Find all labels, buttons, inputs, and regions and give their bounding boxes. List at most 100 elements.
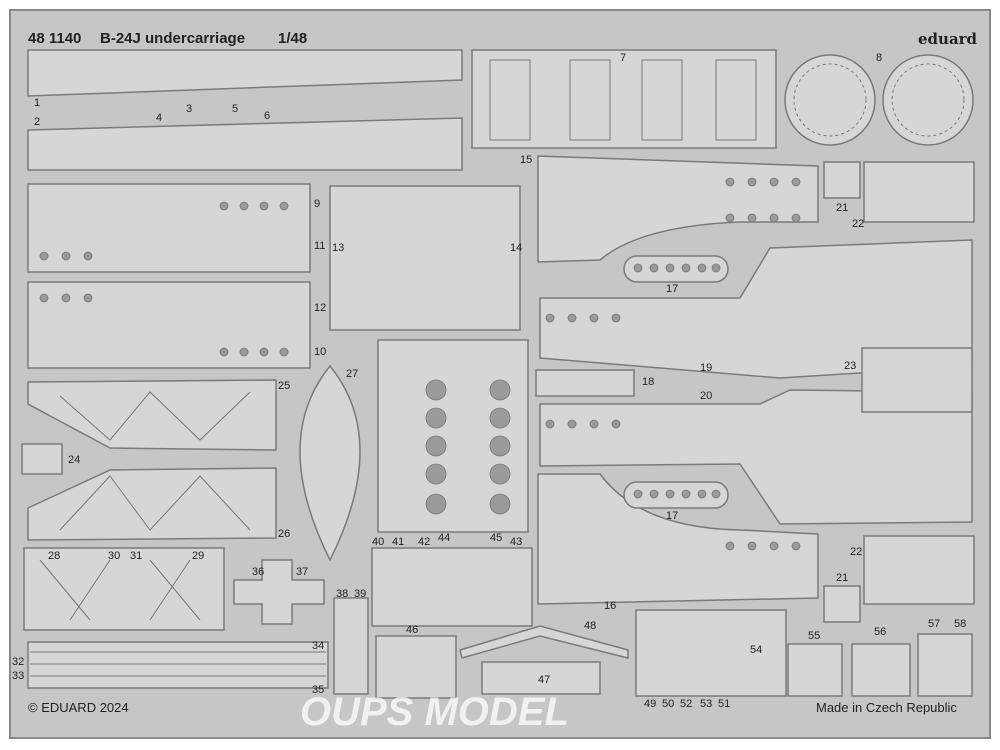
part-label: 2 (34, 116, 41, 128)
part-label: 55 (808, 630, 821, 642)
part-label: 50 (662, 698, 675, 710)
part-label: 5 (232, 103, 239, 115)
part-label: 22 (850, 546, 863, 558)
part-38-39 (333, 597, 369, 695)
part-label: 57 (928, 618, 941, 630)
part-label: 19 (700, 362, 713, 374)
part-label: 58 (954, 618, 967, 630)
part-24 (21, 443, 63, 475)
part-17-upper (623, 255, 729, 283)
watermark: OUPS MODEL (300, 690, 569, 734)
part-label: 1 (34, 97, 41, 109)
part-20 (539, 389, 973, 525)
part-label: 7 (620, 52, 627, 64)
part-label: 32 (12, 656, 25, 668)
part-26 (27, 467, 277, 541)
brand-logo: eduard (918, 30, 978, 48)
part-10-12 (27, 281, 311, 369)
part-label: 36 (252, 566, 265, 578)
part-21-upper (823, 161, 861, 199)
part-19 (539, 239, 973, 379)
part-label: 25 (278, 380, 291, 392)
part-18 (535, 369, 635, 397)
part-label: 34 (312, 640, 325, 652)
sheet-title: B-24J undercarriage (100, 30, 246, 47)
part-label: 43 (510, 536, 523, 548)
part-label: 17 (666, 283, 679, 295)
part-8-left (784, 54, 876, 146)
part-label: 26 (278, 528, 291, 540)
part-label: 15 (520, 154, 533, 166)
part-label: 33 (12, 670, 25, 682)
part-36-37 (233, 559, 325, 625)
part-28-31 (23, 547, 225, 631)
part-label: 48 (584, 620, 597, 632)
part-label: 24 (68, 454, 81, 466)
part-25 (27, 379, 277, 451)
part-label: 40 (372, 536, 385, 548)
part-label: 30 (108, 550, 121, 562)
sheet-scale: 1/48 (278, 30, 308, 47)
part-label: 11 (314, 240, 326, 252)
part-label: 9 (314, 198, 321, 210)
part-label: 14 (510, 242, 523, 254)
copyright-text: © EDUARD 2024 (28, 700, 129, 715)
part-55 (787, 643, 843, 697)
part-17-lower (623, 481, 729, 509)
part-label: 21 (836, 202, 849, 214)
part-57-58 (917, 633, 973, 697)
part-22-lower (863, 535, 975, 605)
part-label: 18 (642, 376, 655, 388)
part-13-14 (329, 185, 521, 331)
part-label: 4 (156, 112, 163, 124)
part-41-43-lower (371, 547, 533, 627)
part-label: 23 (844, 360, 857, 372)
part-label: 37 (296, 566, 309, 578)
part-label: 51 (718, 698, 731, 710)
part-label: 6 (264, 110, 271, 122)
part-46 (375, 635, 457, 699)
part-label: 3 (186, 103, 193, 115)
part-7 (471, 49, 777, 149)
part-label: 38 (336, 588, 349, 600)
part-strip-2-4-6 (27, 117, 463, 171)
part-9-11 (27, 183, 311, 273)
part-label: 35 (312, 684, 325, 696)
part-56 (851, 643, 911, 697)
part-label: 22 (852, 218, 865, 230)
part-label: 16 (604, 600, 617, 612)
part-label: 56 (874, 626, 887, 638)
part-23 (861, 347, 973, 413)
part-47 (481, 661, 601, 695)
part-label: 13 (332, 242, 345, 254)
part-label: 31 (130, 550, 143, 562)
part-32-35 (27, 641, 329, 689)
part-label: 46 (406, 624, 419, 636)
part-label: 39 (354, 588, 367, 600)
part-label: 41 (392, 536, 405, 548)
part-label: 21 (836, 572, 849, 584)
part-27 (299, 364, 361, 562)
part-49-54 (635, 609, 787, 697)
part-label: 28 (48, 550, 61, 562)
part-label: 10 (314, 346, 327, 358)
part-label: 44 (438, 532, 451, 544)
part-label: 27 (346, 368, 359, 380)
part-21-lower (823, 585, 861, 623)
part-label: 45 (490, 532, 503, 544)
origin-text: Made in Czech Republic (816, 700, 957, 715)
part-label: 29 (192, 550, 205, 562)
part-strip-1-3-5 (27, 49, 463, 97)
part-label: 53 (700, 698, 713, 710)
part-16 (537, 473, 819, 605)
part-label: 54 (750, 644, 763, 656)
part-label: 17 (666, 510, 679, 522)
sheet-code: 48 1140 (28, 30, 82, 47)
part-label: 20 (700, 390, 713, 402)
part-label: 8 (876, 52, 883, 64)
part-label: 42 (418, 536, 431, 548)
part-8-right (882, 54, 974, 146)
part-22-upper (863, 161, 975, 223)
part-label: 49 (644, 698, 657, 710)
